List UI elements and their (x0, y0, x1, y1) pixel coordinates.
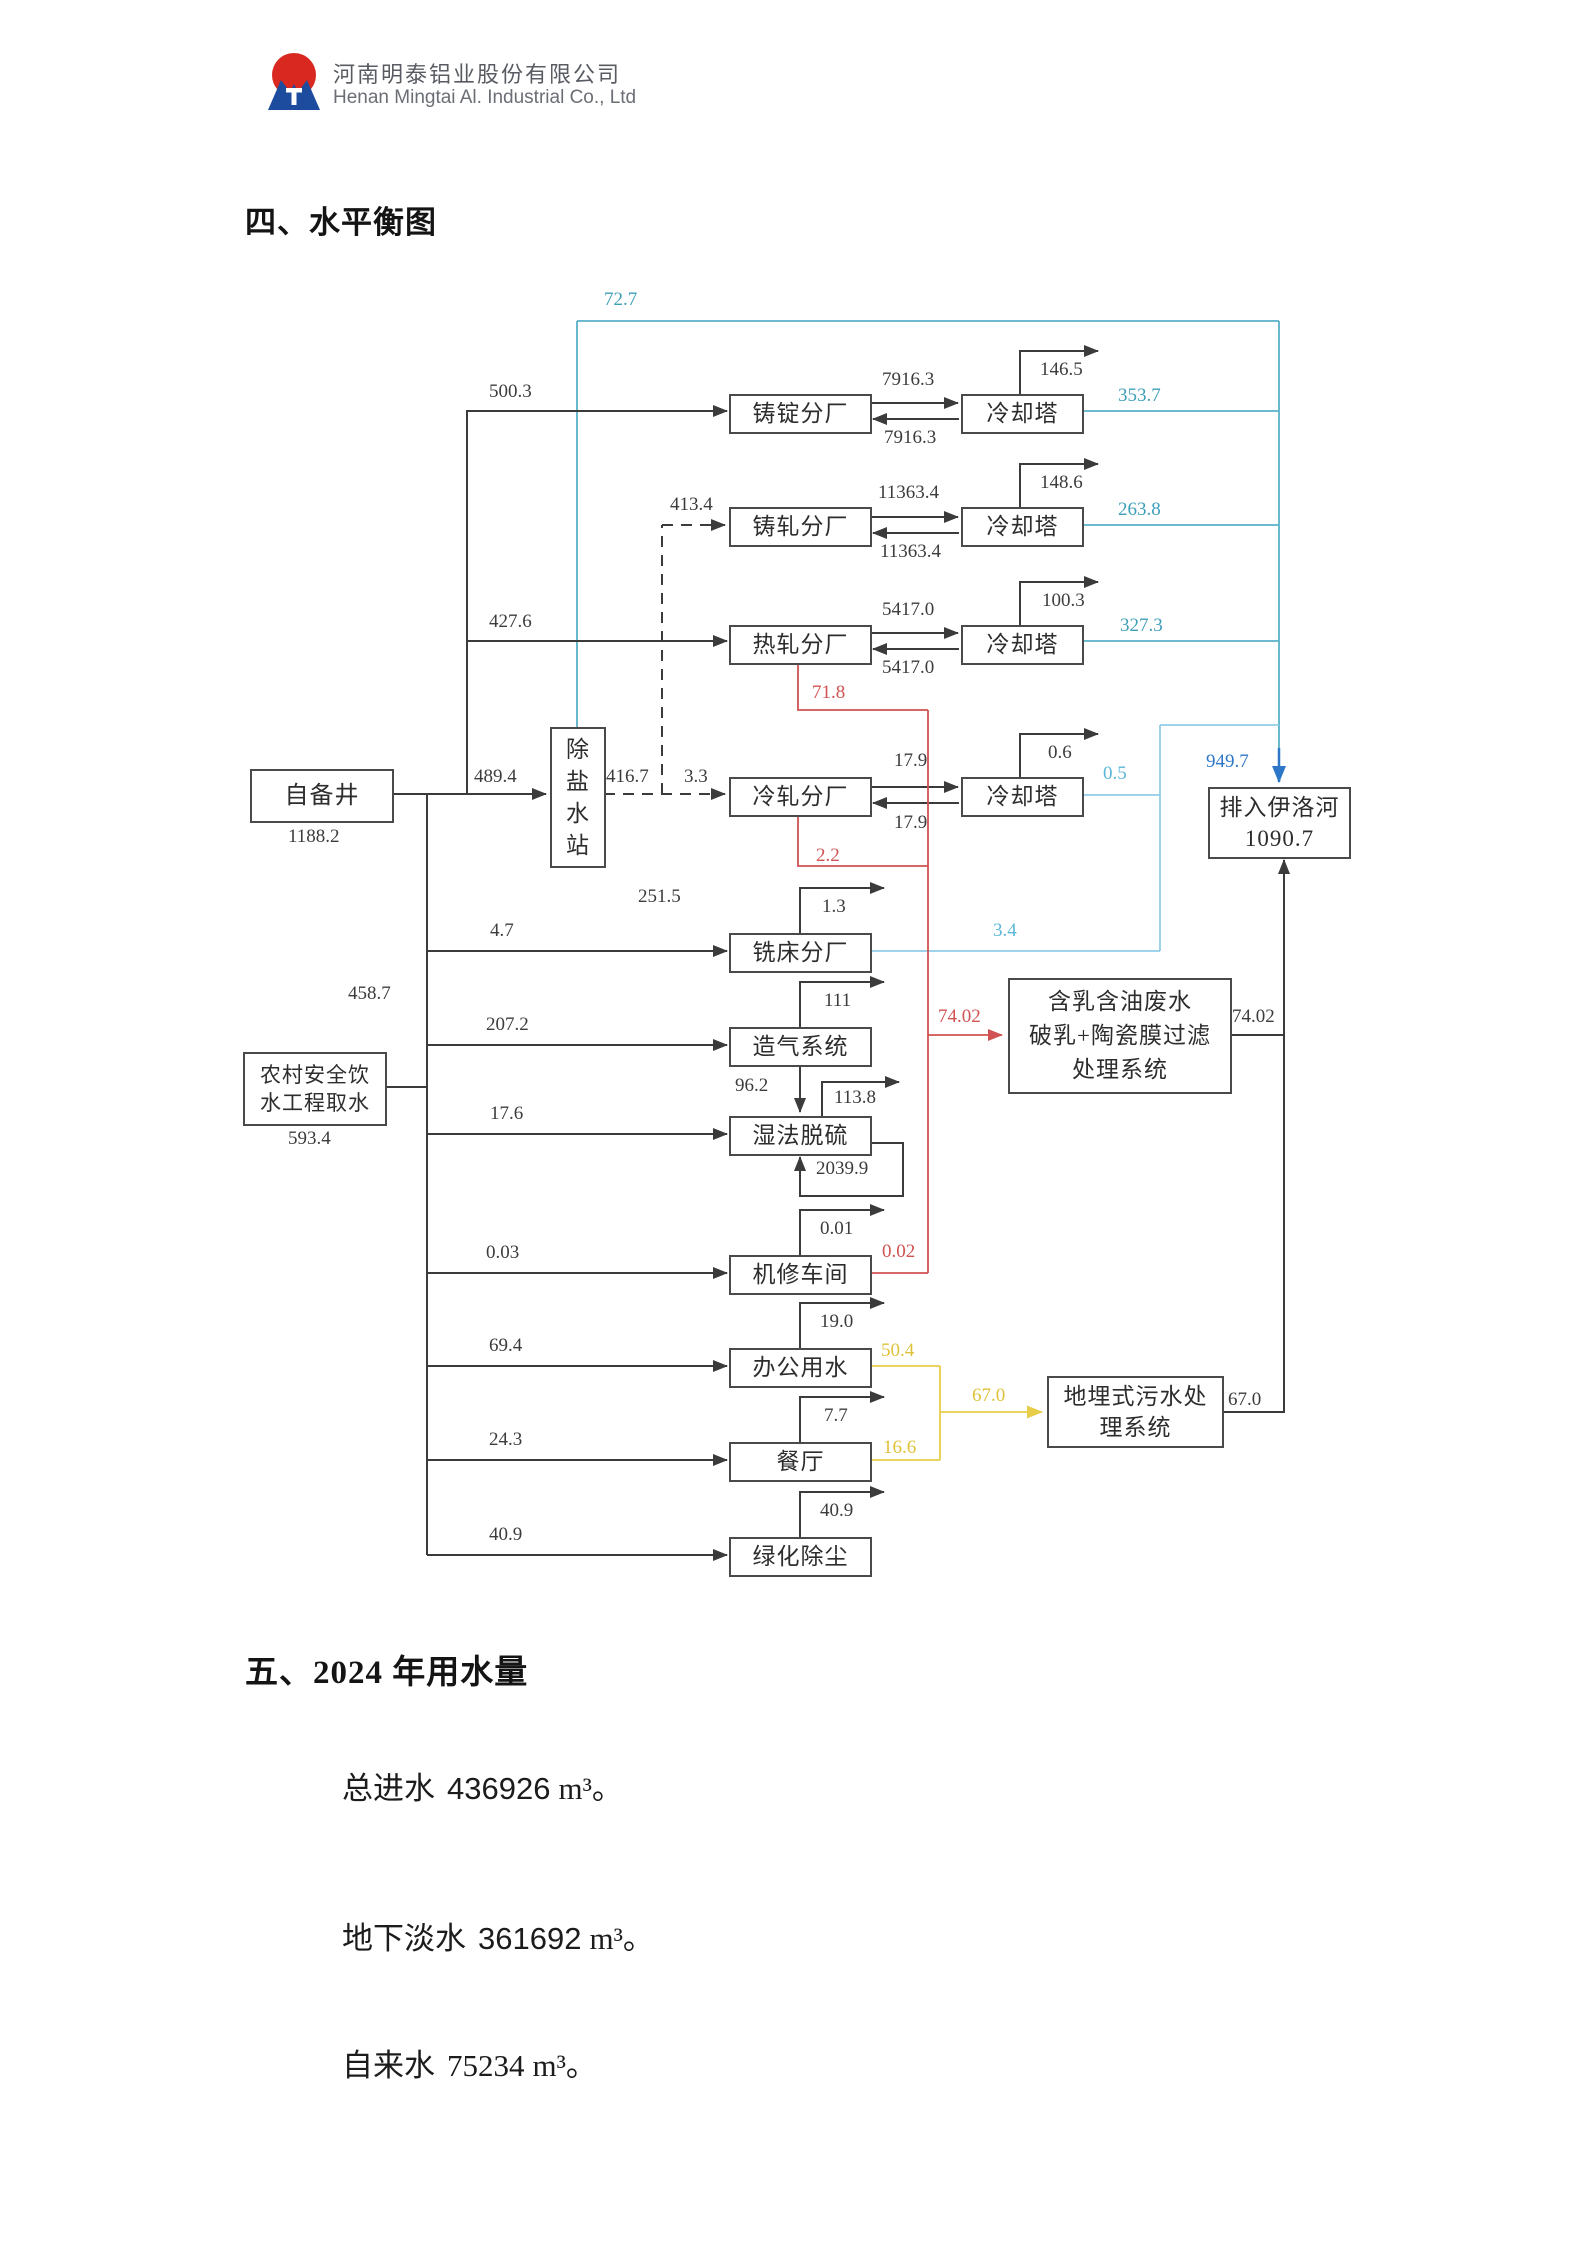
box-office-water: 办公用水 (729, 1348, 872, 1388)
flow-r4-sewage: 2.2 (816, 845, 840, 866)
box-cold-rolling-plant: 冷轧分厂 (729, 777, 872, 817)
flow-r2-blowdown: 263.8 (1118, 499, 1161, 520)
flow-trunk-down: 458.7 (348, 983, 391, 1004)
flow-desal-out: 416.7 (606, 766, 649, 787)
flow-mill-supply: 4.7 (490, 920, 514, 941)
box-greening-dust: 绿化除尘 (729, 1537, 872, 1577)
flow-desulf-recycle: 2039.9 (816, 1158, 869, 1179)
flow-repair-supply: 0.03 (486, 1242, 520, 1263)
flow-mill-evap: 1.3 (822, 896, 846, 917)
box-emulsion-treatment: 含乳含油废水破乳+陶瓷膜过滤处理系统 (1008, 978, 1232, 1094)
box-well: 自备井 (250, 769, 394, 823)
flow-r4-supply: 3.3 (684, 766, 708, 787)
flow-canteen-sewage: 16.6 (883, 1437, 917, 1458)
flow-well-total: 1188.2 (288, 826, 340, 847)
flow-well-supply: 489.4 (474, 766, 517, 787)
box-hot-rolling-plant: 热轧分厂 (729, 625, 872, 665)
box-gas-generation: 造气系统 (729, 1027, 872, 1067)
flow-r3-to-tower: 5417.0 (882, 599, 935, 620)
lines-dashed-demin (604, 519, 726, 800)
flow-office-sewage: 50.4 (881, 1340, 915, 1361)
flow-mill-blowdown: 3.4 (993, 920, 1017, 941)
flow-r1-supply: 500.3 (489, 381, 532, 402)
flow-r2-from-tower: 11363.4 (880, 541, 942, 562)
flow-r1-blowdown: 353.7 (1118, 385, 1161, 406)
lines-lightblue (870, 724, 1279, 952)
flow-green-evap: 40.9 (820, 1500, 854, 1521)
box-cooling-tower-2: 冷却塔 (961, 507, 1084, 547)
flow-r3-from-tower: 5417.0 (882, 657, 935, 678)
flow-sewage-in: 67.0 (972, 1385, 1006, 1406)
flow-r1-from-tower: 7916.3 (884, 427, 937, 448)
lines-black (383, 345, 1290, 1561)
flow-gas-supply: 207.2 (486, 1014, 529, 1035)
box-desalination-station: 除盐水站 (550, 727, 606, 868)
flow-office-evap: 19.0 (820, 1311, 854, 1332)
flow-green-supply: 40.9 (489, 1524, 523, 1545)
flow-r3-blowdown: 327.3 (1120, 615, 1163, 636)
box-rural-water: 农村安全饮水工程取水 (243, 1052, 387, 1126)
lines-red-wastewater (797, 660, 1003, 1274)
box-wet-desulfurization: 湿法脱硫 (729, 1116, 872, 1156)
flow-repair-sewage: 0.02 (882, 1241, 916, 1262)
tapwater-value: 75234 (447, 2048, 525, 2083)
flow-r2-supply: 413.4 (670, 494, 713, 515)
total-intake-unit: m³。 (558, 1771, 623, 1806)
groundwater-value: 361692 (478, 1921, 582, 1956)
total-intake-label: 总进水 (342, 1771, 435, 1806)
tapwater-unit: m³。 (532, 2048, 597, 2083)
lines-yellow-sewage (870, 1365, 1043, 1461)
box-casting-plant: 铸锭分厂 (729, 394, 872, 434)
flow-desulf-supply: 17.6 (490, 1103, 524, 1124)
flow-canteen-evap: 7.7 (824, 1405, 848, 1426)
flow-top-return: 72.7 (604, 289, 638, 310)
flow-gas-to-desulf: 96.2 (735, 1075, 769, 1096)
box-milling-plant: 铣床分厂 (729, 933, 872, 973)
box-cast-rolling-plant: 铸轧分厂 (729, 507, 872, 547)
total-intake-value: 436926 (447, 1771, 551, 1806)
flow-r3-supply: 427.6 (489, 611, 532, 632)
flow-office-supply: 69.4 (489, 1335, 523, 1356)
flow-rural-total: 593.4 (288, 1128, 331, 1149)
flow-r2-evap: 148.6 (1040, 472, 1083, 493)
box-canteen: 餐厅 (729, 1442, 872, 1482)
groundwater-label: 地下淡水 (342, 1921, 466, 1956)
flow-r4-from-tower: 17.9 (894, 812, 928, 833)
flow-r4-evap: 0.6 (1048, 742, 1072, 763)
flow-unattached-251: 251.5 (638, 886, 681, 907)
company-name-en: Henan Mingtai Al. Industrial Co., Ltd (333, 87, 637, 108)
section5-title: 五、2024 年用水量 (245, 1655, 529, 1691)
flow-sewage-out: 67.0 (1228, 1389, 1262, 1410)
flow-discharge-in: 949.7 (1206, 751, 1249, 772)
section4-title: 四、水平衡图 (245, 205, 437, 240)
flow-r3-sewage: 71.8 (812, 682, 846, 703)
flow-canteen-supply: 24.3 (489, 1429, 523, 1450)
flow-gas-evap: 111 (824, 990, 852, 1011)
flow-emulsion-out: 74.02 (1232, 1006, 1275, 1027)
flow-desulf-evap: 113.8 (834, 1087, 877, 1108)
flow-r4-to-tower: 17.9 (894, 750, 928, 771)
company-name-cn: 河南明泰铝业股份有限公司 (333, 62, 622, 87)
tapwater-label: 自来水 (342, 2048, 435, 2083)
box-repair-workshop: 机修车间 (729, 1255, 872, 1295)
flow-emulsion-in: 74.02 (938, 1006, 981, 1027)
box-cooling-tower-4: 冷却塔 (961, 777, 1084, 817)
box-cooling-tower-3: 冷却塔 (961, 625, 1084, 665)
lines-teal-recycle (576, 320, 1280, 752)
box-cooling-tower-1: 冷却塔 (961, 394, 1084, 434)
company-logo (268, 53, 320, 110)
flow-r1-evap: 146.5 (1040, 359, 1083, 380)
flow-repair-evap: 0.01 (820, 1218, 854, 1239)
flow-r1-to-tower: 7916.3 (882, 369, 935, 390)
flow-r4-blowdown: 0.5 (1103, 763, 1127, 784)
flow-r2-to-tower: 11363.4 (878, 482, 940, 503)
groundwater-unit: m³。 (589, 1921, 654, 1956)
flow-r3-evap: 100.3 (1042, 590, 1085, 611)
box-buried-sewage-plant: 地埋式污水处理系统 (1047, 1376, 1224, 1448)
